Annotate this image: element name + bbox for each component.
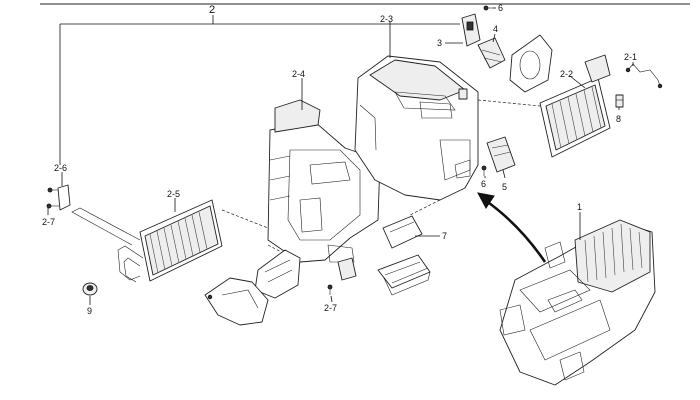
- label-2-3: 2-3: [380, 14, 393, 24]
- lower-case: [267, 99, 381, 263]
- label-6-top: 6: [498, 3, 503, 13]
- grommet: [82, 282, 98, 296]
- label-5: 5: [502, 182, 507, 192]
- assembly-arrowhead: [477, 192, 495, 209]
- unit-grille: [584, 223, 643, 283]
- label-4: 4: [493, 24, 498, 34]
- linkage-assembly: [477, 5, 506, 69]
- connection-line-core: [221, 209, 269, 229]
- label-6-mid: 6: [481, 179, 486, 189]
- connection-line-case: [409, 199, 441, 216]
- label-2-1: 2-1: [624, 52, 637, 62]
- actuator-motor: [461, 13, 481, 47]
- hvac-unit-assembly: [499, 219, 656, 386]
- label-2-6: 2-6: [54, 163, 67, 173]
- screw-bottom: [327, 257, 357, 295]
- upper-case: [354, 55, 479, 201]
- assembly-2-bracket: [59, 15, 460, 165]
- intake-duct: [509, 34, 553, 93]
- defroster-duct: [204, 277, 269, 326]
- leader-lines: [47, 7, 634, 305]
- temperature-sensor: [625, 63, 663, 89]
- evaporator-core: [539, 54, 611, 158]
- foot-duct: [377, 254, 431, 296]
- actuator-side: [481, 136, 516, 176]
- label-3: 3: [437, 38, 442, 48]
- label-2-5: 2-5: [167, 189, 180, 199]
- label-2-4: 2-4: [292, 69, 305, 79]
- label-9: 9: [87, 306, 92, 316]
- evaporator-fins: [551, 86, 602, 149]
- pipe-bracket: [46, 184, 71, 211]
- connection-line-evap: [477, 99, 541, 107]
- label-2-2: 2-2: [560, 69, 573, 79]
- label-assembly-2: 2: [209, 4, 215, 16]
- label-2-7-left: 2-7: [42, 217, 55, 227]
- rear-duct: [254, 249, 301, 299]
- label-1: 1: [577, 202, 582, 212]
- bracket-7: [382, 215, 423, 249]
- clip: [615, 94, 624, 108]
- assembly-arrow: [484, 198, 547, 263]
- heater-core: [71, 199, 223, 283]
- label-2-7-bottom: 2-7: [324, 303, 337, 313]
- label-8: 8: [616, 114, 621, 124]
- label-7: 7: [442, 231, 447, 241]
- heater-core-fins: [149, 211, 208, 274]
